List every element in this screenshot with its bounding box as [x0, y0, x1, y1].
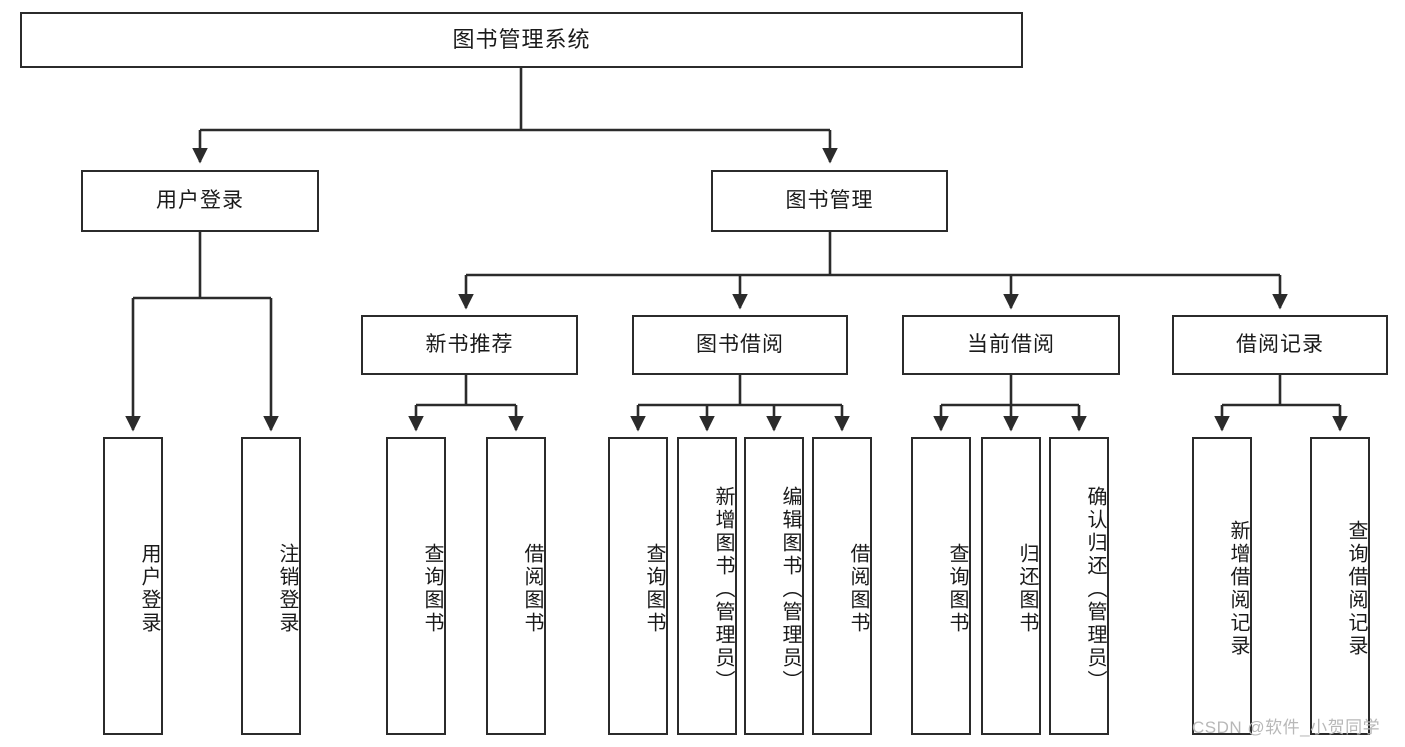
node-root-system[interactable]: 图书管理系统 — [20, 12, 1023, 68]
node-new-book-recommend[interactable]: 新书推荐 — [361, 315, 578, 375]
leaf-borrow-query-book[interactable]: 查询图书 — [608, 437, 668, 735]
node-borrow-record[interactable]: 借阅记录 — [1172, 315, 1388, 375]
node-label: 查询图书 — [643, 543, 665, 635]
node-label: 借阅记录 — [1236, 333, 1324, 357]
leaf-recommend-borrow-book[interactable]: 借阅图书 — [486, 437, 546, 735]
node-label: 新书推荐 — [425, 333, 514, 357]
watermark-text: CSDN @软件_小贺同学 — [1192, 718, 1381, 737]
node-label: 借阅图书 — [847, 543, 869, 635]
node-label: 编辑图书（管理员） — [779, 485, 801, 693]
leaf-user-login-signout[interactable]: 注销登录 — [241, 437, 301, 735]
leaf-user-login-signin[interactable]: 用户登录 — [103, 437, 163, 735]
leaf-record-query-record[interactable]: 查询借阅记录 — [1310, 437, 1370, 735]
node-label: 用户登录 — [156, 189, 244, 213]
node-label: 新增图书（管理员） — [712, 485, 734, 693]
leaf-current-confirm-return-admin[interactable]: 确认归还（管理员） — [1049, 437, 1109, 735]
leaf-current-query-book[interactable]: 查询图书 — [911, 437, 971, 735]
leaf-borrow-edit-book-admin[interactable]: 编辑图书（管理员） — [744, 437, 804, 735]
leaf-record-add-record[interactable]: 新增借阅记录 — [1192, 437, 1252, 735]
node-label: 确认归还（管理员） — [1084, 485, 1106, 693]
node-label: 注销登录 — [276, 543, 298, 635]
node-label: 借阅图书 — [521, 543, 543, 635]
node-label: 新增借阅记录 — [1227, 520, 1249, 658]
leaf-borrow-borrow-book[interactable]: 借阅图书 — [812, 437, 872, 735]
node-label: 用户登录 — [138, 543, 160, 635]
leaf-recommend-query-book[interactable]: 查询图书 — [386, 437, 446, 735]
node-label: 查询图书 — [946, 543, 968, 635]
csdn-watermark: CSDN @软件_小贺同学 — [1192, 713, 1380, 738]
node-label: 归还图书 — [1016, 543, 1038, 635]
node-user-login[interactable]: 用户登录 — [81, 170, 319, 232]
node-label: 图书管理 — [785, 189, 874, 213]
node-label: 查询借阅记录 — [1345, 520, 1367, 658]
leaf-current-return-book[interactable]: 归还图书 — [981, 437, 1041, 735]
node-book-management[interactable]: 图书管理 — [711, 170, 948, 232]
node-book-borrow[interactable]: 图书借阅 — [632, 315, 848, 375]
node-current-borrow[interactable]: 当前借阅 — [902, 315, 1120, 375]
node-label: 图书管理系统 — [452, 26, 591, 52]
node-label: 图书借阅 — [696, 333, 784, 357]
leaf-borrow-add-book-admin[interactable]: 新增图书（管理员） — [677, 437, 737, 735]
node-label: 查询图书 — [421, 543, 443, 635]
node-label: 当前借阅 — [967, 333, 1055, 357]
